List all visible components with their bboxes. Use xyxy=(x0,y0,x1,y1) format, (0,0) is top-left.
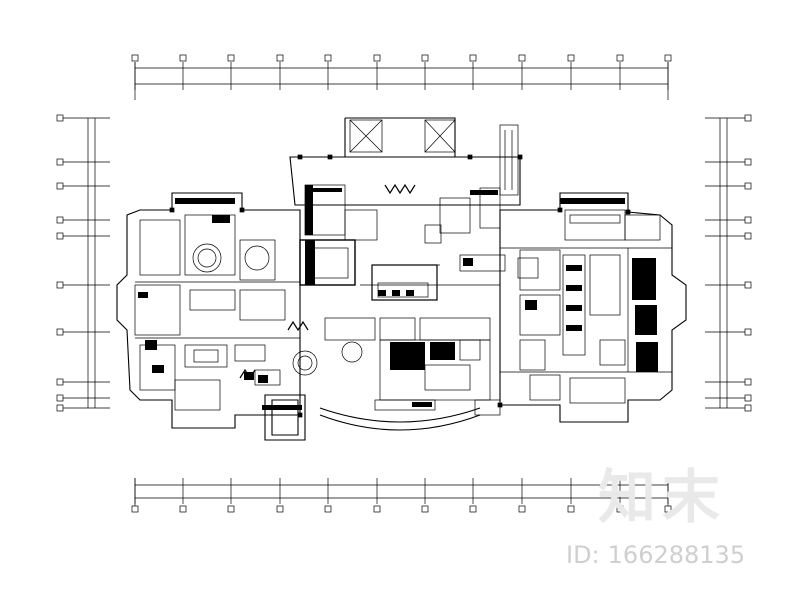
column-mark xyxy=(517,154,523,160)
axis-bubble xyxy=(56,114,64,122)
axis-bubble xyxy=(56,232,64,240)
axis-bubble xyxy=(276,54,284,62)
column-mark xyxy=(467,154,473,160)
axis-bubble xyxy=(421,505,429,513)
column-mark xyxy=(239,207,245,213)
axis-bubble xyxy=(276,505,284,513)
axis-bubble xyxy=(567,505,575,513)
axis-bubble xyxy=(179,54,187,62)
watermark-logo: 知末 xyxy=(598,463,727,531)
watermark-id-label: ID: xyxy=(566,541,600,569)
axis-bubble xyxy=(324,505,332,513)
axis-bubble xyxy=(56,158,64,166)
column-mark xyxy=(557,207,563,213)
left-wing-rooms xyxy=(134,214,300,411)
axis-bubble xyxy=(744,182,752,190)
axis-bubble xyxy=(518,505,526,513)
axis-bubble xyxy=(744,158,752,166)
building-outline xyxy=(116,117,687,441)
axis-bubble xyxy=(421,54,429,62)
right-dimension-chain xyxy=(705,117,745,409)
axis-bubble xyxy=(373,505,381,513)
axis-bubble xyxy=(56,404,64,412)
axis-bubble xyxy=(616,54,624,62)
axis-bubble xyxy=(373,54,381,62)
left-dimension-chain xyxy=(62,117,110,409)
axis-bubble xyxy=(744,216,752,224)
axis-bubble xyxy=(131,505,139,513)
axis-bubble xyxy=(56,394,64,402)
axis-bubble xyxy=(744,114,752,122)
axis-bubble xyxy=(324,54,332,62)
axis-bubble xyxy=(56,378,64,386)
axis-bubble xyxy=(469,505,477,513)
central-wall-fills xyxy=(305,185,498,407)
axis-bubble xyxy=(744,404,752,412)
axis-bubble xyxy=(131,54,139,62)
column-mark xyxy=(497,402,503,408)
column-mark xyxy=(625,209,631,215)
axis-bubble xyxy=(744,281,752,289)
entrance-canopy xyxy=(349,119,519,196)
right-wall-fills xyxy=(525,198,658,372)
axis-bubble xyxy=(469,54,477,62)
watermark-id-value: 166288135 xyxy=(607,541,746,569)
axis-bubble xyxy=(744,394,752,402)
axis-bubble xyxy=(227,505,235,513)
right-wing-rooms xyxy=(500,209,672,404)
axis-bubble xyxy=(744,378,752,386)
axis-bubble xyxy=(744,232,752,240)
watermark-id: ID:166288135 xyxy=(566,543,745,567)
bottom-dimension-chain xyxy=(134,478,669,506)
axis-bubble xyxy=(518,54,526,62)
column-mark xyxy=(297,154,303,160)
axis-bubble xyxy=(664,505,672,513)
axis-bubble xyxy=(567,54,575,62)
column-mark xyxy=(297,412,303,418)
axis-bubble xyxy=(227,54,235,62)
top-dimension-chain xyxy=(134,62,669,100)
left-wall-fills xyxy=(138,198,302,410)
axis-bubble xyxy=(616,505,624,513)
axis-bubble xyxy=(664,54,672,62)
column-mark xyxy=(169,207,175,213)
axis-bubble xyxy=(56,182,64,190)
lower-central-rooms xyxy=(292,317,501,416)
entrance-steps xyxy=(239,183,416,380)
column-mark xyxy=(327,154,333,160)
axis-bubble xyxy=(56,281,64,289)
central-hall xyxy=(299,184,539,301)
axis-bubble xyxy=(744,328,752,336)
axis-bubble xyxy=(179,505,187,513)
axis-bubble xyxy=(56,328,64,336)
axis-bubble xyxy=(56,216,64,224)
